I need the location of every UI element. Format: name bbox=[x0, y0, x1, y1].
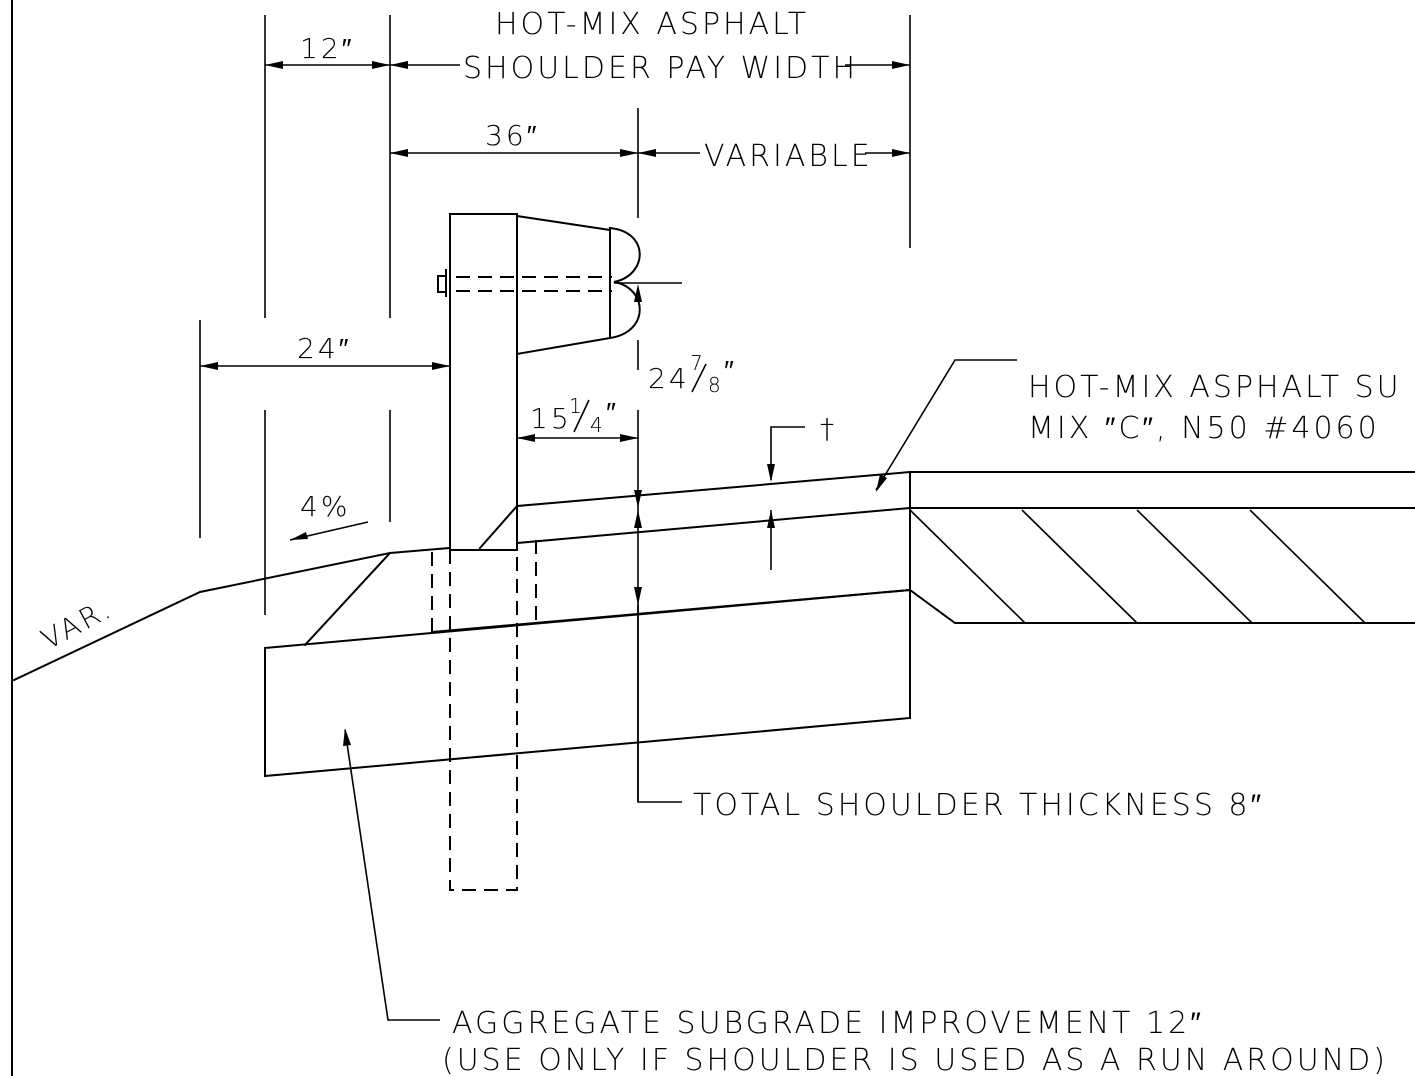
svg-text:8: 8 bbox=[708, 373, 724, 397]
asphalt-shoulder-top bbox=[515, 471, 1415, 508]
svg-text:1: 1 bbox=[569, 394, 585, 418]
paywidth-arrow-right bbox=[892, 61, 910, 69]
dim-24-arrow-right bbox=[432, 362, 450, 370]
svg-text:″: ″ bbox=[724, 354, 737, 387]
svg-text:″: ″ bbox=[606, 396, 619, 429]
aggregate-leader-arrow bbox=[343, 728, 351, 746]
variable-arrow-left bbox=[638, 149, 656, 157]
dim-24-label: 24″ bbox=[297, 332, 352, 365]
pavement-hatch bbox=[909, 509, 1366, 624]
dim-12-arrow-left bbox=[265, 61, 283, 69]
slope-4-label: 4% bbox=[300, 490, 350, 523]
aggregate-subgrade-block bbox=[264, 588, 911, 778]
dagger-arrow-down bbox=[767, 464, 775, 482]
svg-text:4: 4 bbox=[590, 413, 606, 437]
post-embedment bbox=[449, 550, 518, 891]
shoulder-wedge bbox=[303, 551, 392, 647]
dim-12-arrow-right bbox=[372, 61, 390, 69]
thickness-arrow-down bbox=[634, 587, 642, 605]
svg-text:24: 24 bbox=[648, 362, 690, 395]
pay-width-title-line1: HOT-MIX ASPHALT bbox=[495, 7, 809, 42]
paywidth-arrow-left bbox=[390, 61, 408, 69]
rail-height-arrow-down bbox=[634, 490, 642, 508]
svg-text:7: 7 bbox=[690, 351, 706, 375]
total-thickness-label: TOTAL SHOULDER THICKNESS 8″ bbox=[693, 788, 1264, 823]
shoulder-base-surface bbox=[515, 507, 1415, 545]
rail-height-arrow-up bbox=[634, 284, 642, 302]
aggregate-leader bbox=[344, 729, 440, 1021]
blockout bbox=[516, 214, 611, 356]
surface-label-line1: HOT-MIX ASPHALT SU bbox=[1028, 370, 1402, 405]
dagger-leader bbox=[770, 426, 805, 480]
post-wedge bbox=[478, 504, 519, 550]
variable-label: VARIABLE bbox=[704, 139, 873, 174]
dagger-label: † bbox=[820, 412, 837, 445]
dim-15-arrow-right bbox=[620, 434, 638, 442]
dim-24-arrow-left bbox=[200, 362, 218, 370]
thickness-leader bbox=[637, 605, 682, 803]
surface-label-line2: MIX ″C″, N50 #4060 bbox=[1028, 411, 1380, 446]
bolt-head bbox=[437, 275, 447, 293]
guardrail-post bbox=[449, 213, 518, 551]
dagger-arrow-up bbox=[767, 510, 775, 528]
var-label: VAR. bbox=[36, 591, 118, 656]
dim-36-arrow-left bbox=[390, 149, 408, 157]
foreslope-line bbox=[12, 546, 452, 682]
dim-12-label: 12″ bbox=[300, 32, 355, 65]
dim-36-arrow-right bbox=[620, 149, 638, 157]
aggregate-label-line1: AGGREGATE SUBGRADE IMPROVEMENT 12″ bbox=[452, 1006, 1204, 1041]
thickness-arrow-up bbox=[634, 510, 642, 528]
surface-leader bbox=[875, 359, 1017, 491]
w-beam-rail bbox=[608, 226, 641, 340]
slope-arrow-head bbox=[290, 532, 308, 540]
aggregate-label-line2: (USE ONLY IF SHOULDER IS USED AS A RUN A… bbox=[442, 1043, 1388, 1076]
dim-24-7-8-label: 24 7 8 ″ bbox=[648, 351, 737, 397]
variable-arrow-right bbox=[892, 149, 910, 157]
surface-leader-arrow bbox=[876, 474, 887, 492]
base-course-bottom bbox=[430, 588, 1415, 634]
dim-36-label: 36″ bbox=[485, 119, 540, 152]
dim-15-arrow-left bbox=[517, 434, 535, 442]
pay-width-title-line2: SHOULDER PAY WIDTH bbox=[463, 51, 858, 86]
svg-text:15: 15 bbox=[530, 402, 572, 435]
dim-15-1-4-label: 15 1 4 ″ bbox=[530, 394, 619, 437]
